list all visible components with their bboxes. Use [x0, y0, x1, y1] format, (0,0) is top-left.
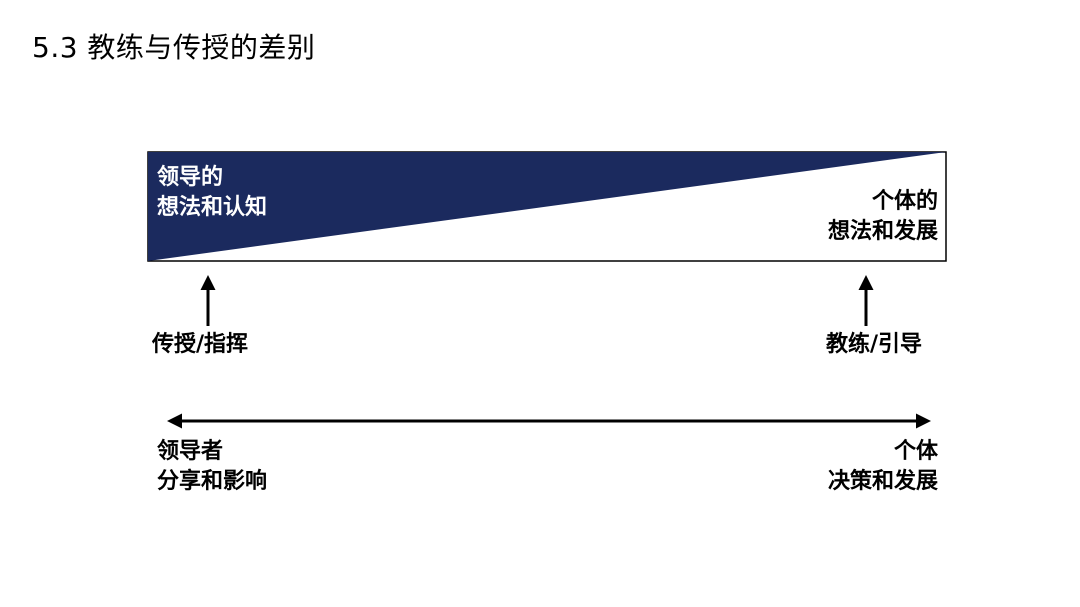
leader-thinking-line-1: 领导的: [157, 165, 224, 190]
leader-end-line-1: 领导者: [157, 439, 224, 464]
coaching-mode-label: 教练/引导: [825, 332, 922, 357]
leader-thinking-label: 领导的 想法和认知: [157, 163, 267, 223]
individual-end-label: 个体 决策和发展: [828, 437, 938, 497]
individual-thinking-line-1: 个体的: [871, 189, 938, 214]
telling-mode-label: 传授/指挥: [152, 332, 249, 357]
individual-thinking-line-2: 想法和发展: [827, 219, 938, 244]
leader-thinking-line-2: 想法和认知: [157, 195, 268, 220]
individual-end-line-1: 个体: [893, 439, 938, 464]
leader-share-wedge: [148, 152, 946, 261]
individual-thinking-label: 个体的 想法和发展: [828, 187, 938, 247]
individual-end-line-2: 决策和发展: [827, 469, 938, 494]
slide-title: 5.3 教练与传授的差别: [32, 31, 316, 64]
leader-end-label: 领导者 分享和影响: [157, 437, 267, 497]
leader-end-line-2: 分享和影响: [157, 469, 268, 494]
